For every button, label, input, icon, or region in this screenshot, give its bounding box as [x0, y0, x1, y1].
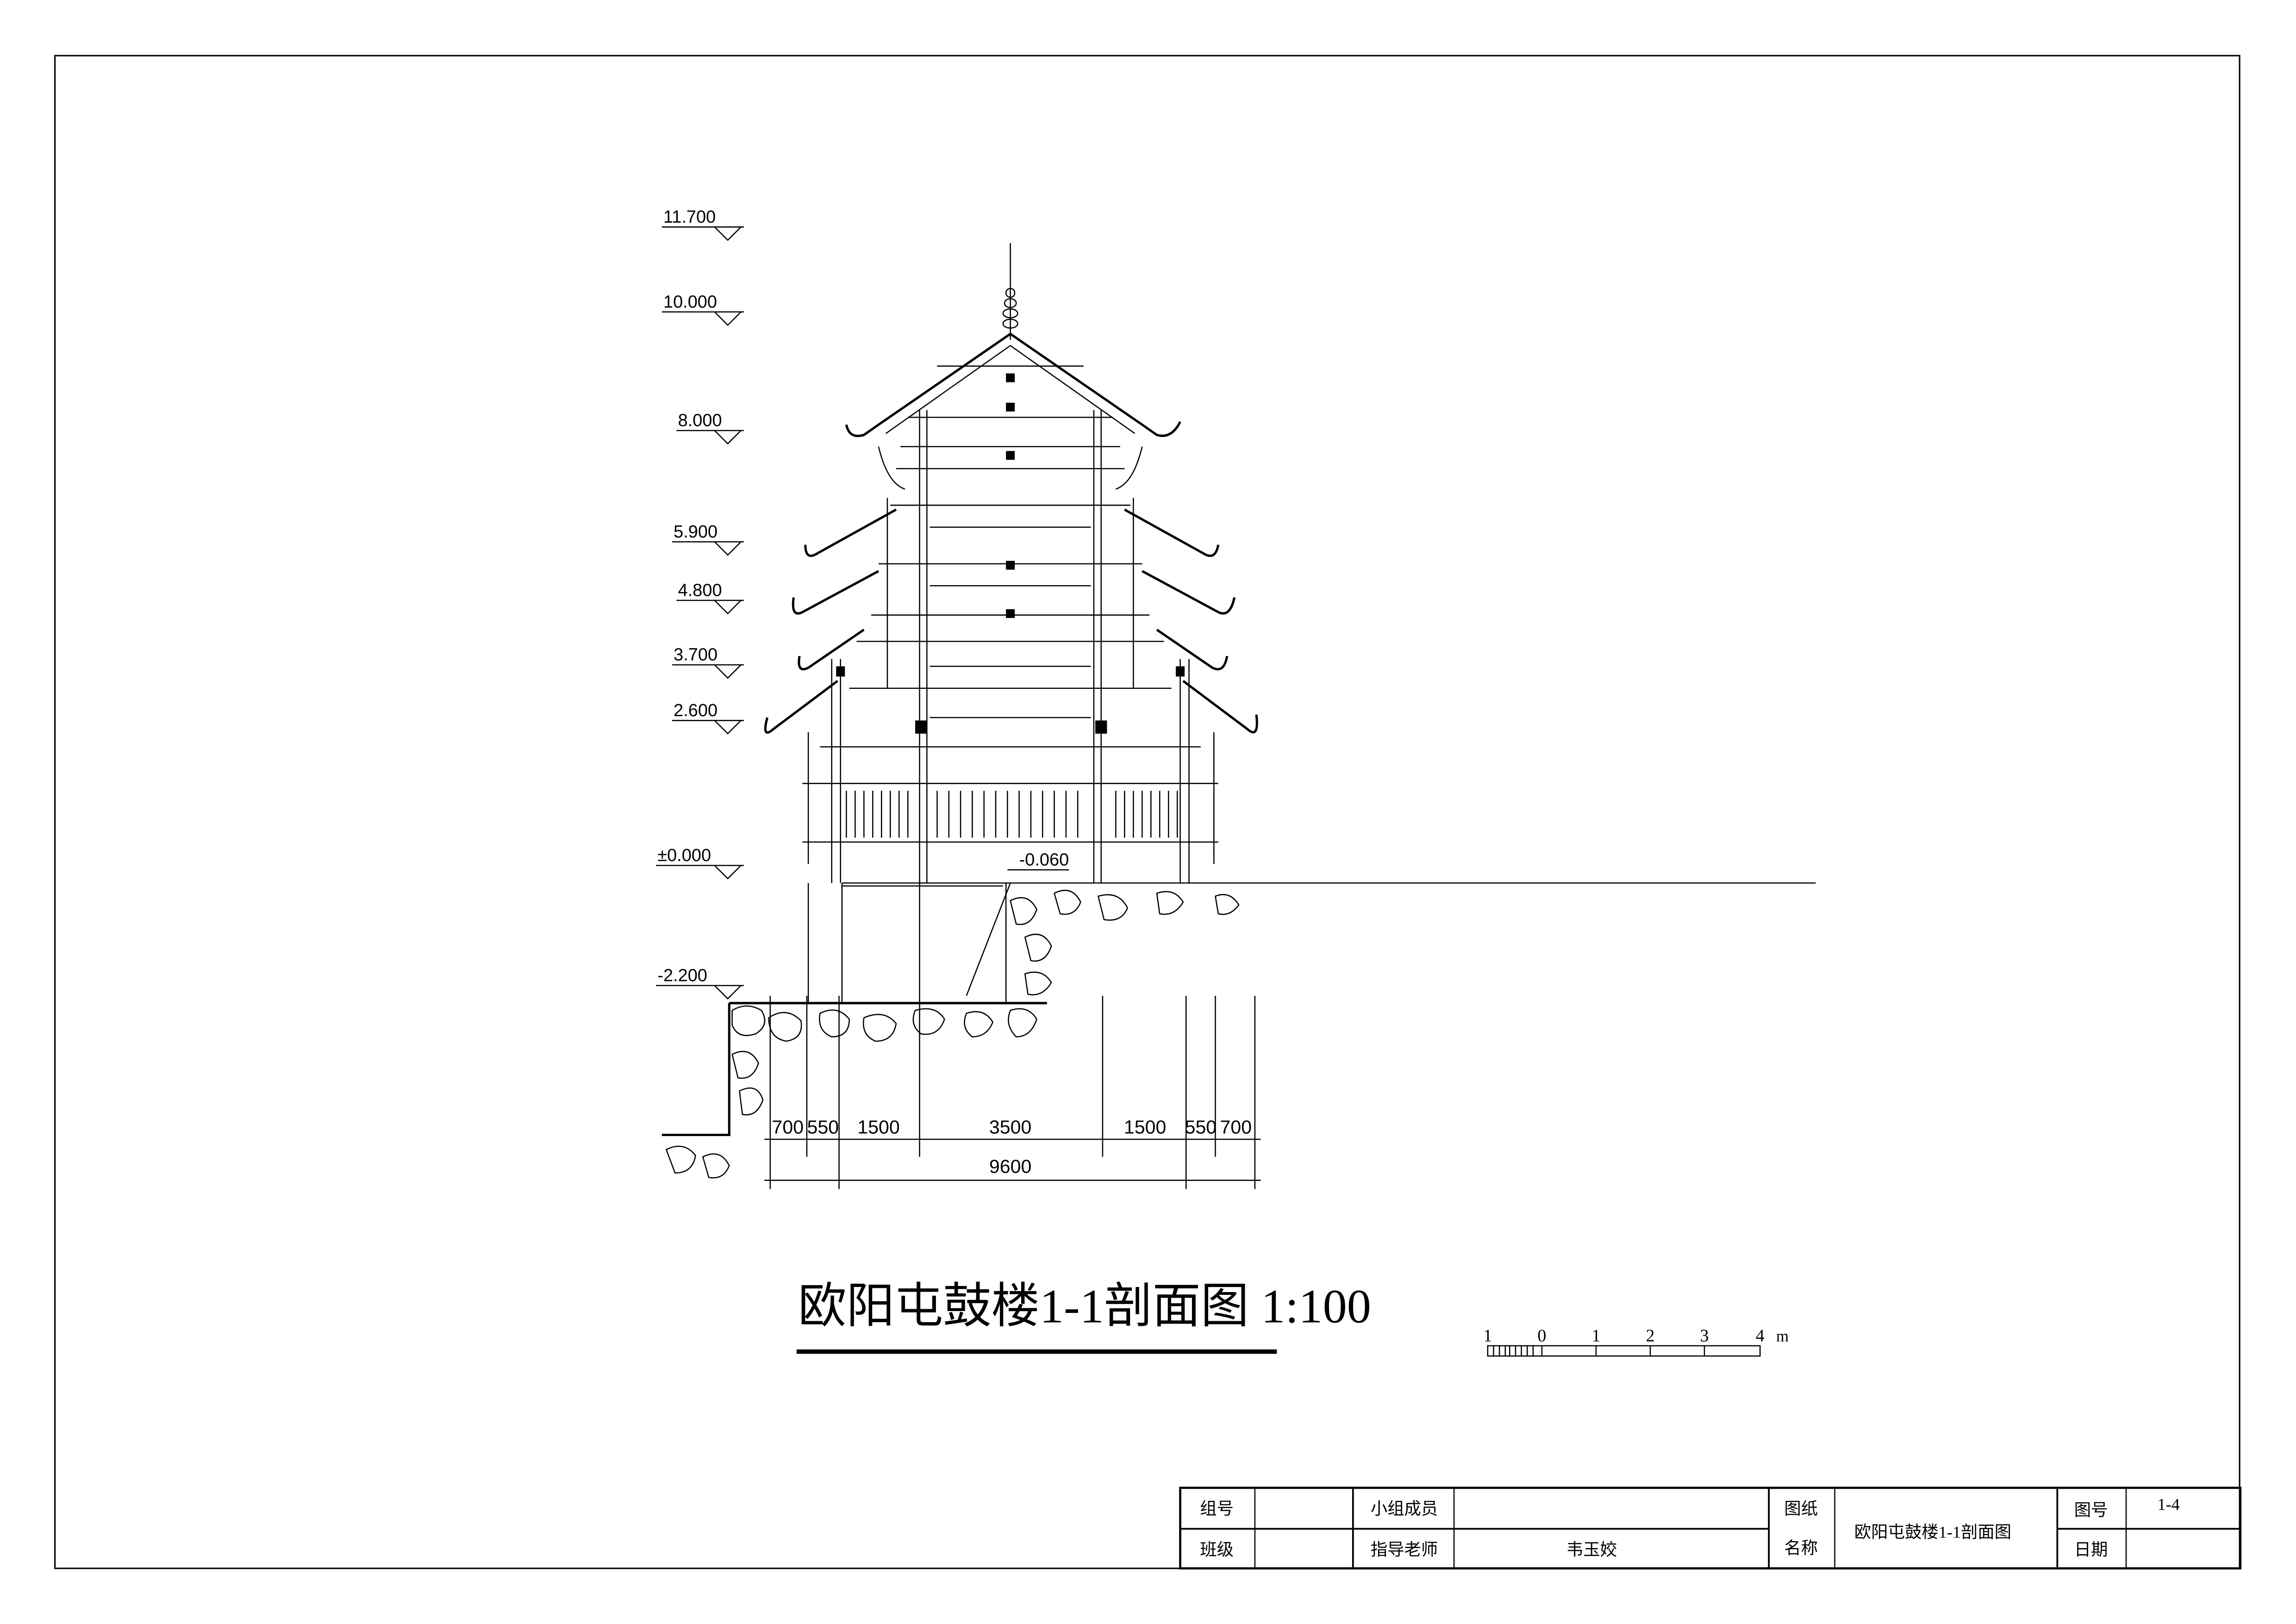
- scale-label: 0: [1537, 1326, 1546, 1346]
- timber-frame: [802, 365, 1218, 883]
- elevation-4800: 4.800: [676, 581, 744, 615]
- elevation-2600: 2.600: [672, 701, 744, 735]
- railing: [846, 791, 1178, 838]
- scale-label: 2: [1646, 1326, 1654, 1346]
- dimension-label: 550: [1185, 1116, 1217, 1137]
- dimension-label: 3500: [989, 1116, 1031, 1137]
- elevation-minus-2200: -2.200: [656, 966, 744, 1000]
- dimension-label: 1500: [1124, 1116, 1166, 1137]
- elevation-label: ±0.000: [657, 846, 711, 865]
- tier-roof-3700: [798, 629, 1229, 671]
- elevation-8000: 8.000: [676, 411, 744, 445]
- group-no-label: 组号: [1200, 1499, 1234, 1518]
- scale-bar: 1 0 1 2 3 4 m: [1483, 1326, 1789, 1357]
- dimension-label: 550: [807, 1116, 839, 1137]
- date-label: 日期: [2074, 1540, 2108, 1559]
- sheet-border: [54, 55, 2240, 1569]
- top-roof-right: [1010, 333, 1181, 437]
- tier-roof-5900: [804, 508, 1220, 557]
- title-block: 组号 班级 小组成员 指导老师 韦玉姣 图纸 名称 欧阳屯鼓楼1-1剖面图 图号…: [1179, 1487, 2242, 1570]
- dimension-lines: 700 550 1500 3500 1500 550 700 9600: [764, 995, 1261, 1189]
- elevation-label: 3.700: [674, 645, 718, 665]
- elevation-5900: 5.900: [672, 522, 744, 556]
- class-label: 班级: [1200, 1540, 1234, 1559]
- total-dimension-label: 9600: [989, 1156, 1031, 1177]
- drawing-title: 欧阳屯鼓楼1-1剖面图 1:100: [798, 1279, 1371, 1333]
- scale-label: 3: [1700, 1326, 1709, 1346]
- dimension-label: 700: [1220, 1116, 1252, 1137]
- drum-tower-section: -0.060: [661, 243, 1816, 1179]
- elevation-0000: ±0.000: [656, 846, 744, 880]
- elevation-label: 11.700: [663, 207, 716, 227]
- elevation-label: 10.000: [663, 292, 717, 312]
- tier-roof-2600: [764, 680, 1258, 734]
- elevation-label: 4.800: [678, 581, 722, 600]
- rubble-stone: [665, 889, 1240, 1179]
- elevation-label: -2.200: [657, 966, 707, 985]
- scale-label: 4: [1756, 1326, 1765, 1346]
- scale-unit: m: [1776, 1327, 1789, 1345]
- drawing-name-value: 欧阳屯鼓楼1-1剖面图: [1854, 1523, 2011, 1541]
- retaining-wall: [661, 1003, 730, 1137]
- elevation-11700: 11.700: [661, 207, 744, 241]
- drawing-no-label: 图号: [2074, 1501, 2108, 1519]
- advisor-value: 韦玉姣: [1566, 1540, 1617, 1559]
- elevation-label: 2.600: [674, 701, 718, 720]
- drawing-no-value: 1-4: [2158, 1495, 2180, 1513]
- local-level-label: -0.060: [1019, 850, 1069, 869]
- advisor-label: 指导老师: [1371, 1540, 1438, 1559]
- scale-label: 1: [1483, 1326, 1492, 1346]
- elevation-10000: 10.000: [661, 292, 744, 326]
- tier-roof-4800: [792, 570, 1236, 615]
- elevation-markers: 11.700 10.000 8.000 5.900 4.800 3.700 2.…: [656, 207, 744, 1000]
- drawing-name-label: 名称: [1784, 1539, 1818, 1557]
- drawing-name-label: 图纸: [1784, 1499, 1818, 1518]
- members-label: 小组成员: [1371, 1499, 1438, 1518]
- elevation-3700: 3.700: [672, 645, 744, 679]
- dimension-label: 1500: [857, 1116, 899, 1137]
- elevation-label: 8.000: [678, 411, 722, 430]
- scale-label: 1: [1591, 1326, 1600, 1346]
- elevation-label: 5.900: [674, 522, 718, 542]
- top-roof-left: [845, 333, 1011, 437]
- dimension-label: 700: [772, 1116, 804, 1137]
